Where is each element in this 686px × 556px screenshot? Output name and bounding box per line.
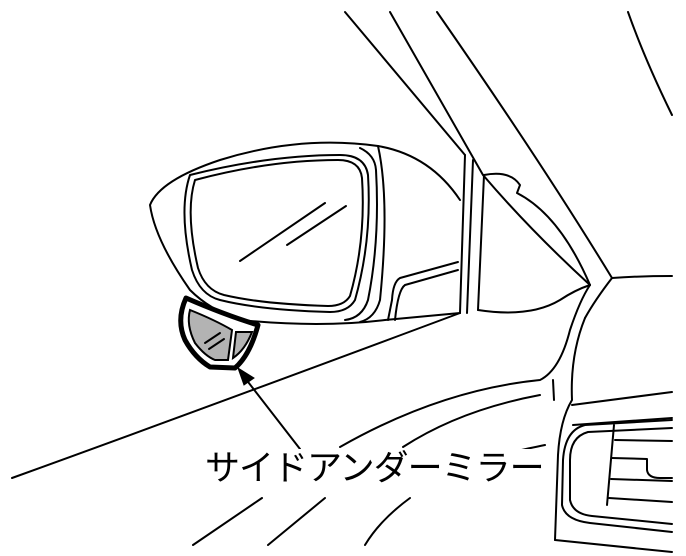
a-pillar: [344, 11, 673, 319]
air-vent: [554, 419, 673, 553]
mirror-housing: [149, 141, 461, 325]
callout-arrow: [237, 366, 301, 450]
callout-label: サイドアンダーミラー: [205, 449, 545, 489]
mirror-glass: [183, 154, 370, 313]
dashboard: [11, 284, 673, 546]
side-under-mirror: [178, 295, 261, 371]
mirror-base: [387, 154, 591, 321]
